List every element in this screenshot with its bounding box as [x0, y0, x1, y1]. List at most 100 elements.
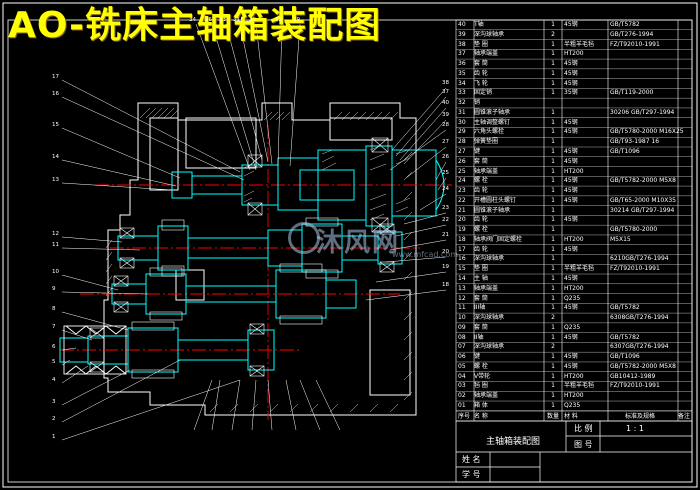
callout-number: 4 [52, 377, 56, 383]
bom-cell-no: 04 [458, 372, 466, 380]
bom-cell-material: 45钢 [564, 69, 578, 77]
bom-cell-material: 45钢 [564, 304, 578, 312]
bom-cell-no: 21 [458, 206, 466, 214]
bom-cell-no: 32 [458, 99, 466, 107]
callout-number: 2 [52, 416, 56, 422]
bom-cell-standard: GB/T276-1994 [610, 30, 654, 38]
scale-label: 比 例 [574, 424, 593, 433]
bom-cell-standard: GB/T1096 [610, 353, 640, 361]
bom-cell-qty: 1 [551, 187, 555, 195]
bom-cell-qty: 1 [551, 275, 555, 283]
callout-number: 21 [442, 232, 449, 238]
callout-number: 16 [52, 91, 59, 97]
bom-row-lines [456, 29, 692, 411]
bom-cell-name: 深沟球轴承 [474, 255, 505, 263]
bom-cell-no: 15 [458, 265, 466, 273]
bom-header-qty: 数量 [546, 412, 559, 420]
watermark-logo-icon [288, 222, 320, 254]
bom-cell-no: 05 [458, 362, 466, 370]
bom-cell-name: 套 筒 [474, 294, 488, 302]
bom-cell-qty: 1 [551, 148, 555, 155]
watermark-url: www.mfcad.com [392, 250, 459, 259]
bom-cell-no: 35 [458, 69, 466, 77]
bom-cell-standard: GB/T93-1987 16 [610, 138, 660, 146]
bom-cell-qty: 1 [551, 255, 555, 263]
bom-header-remark: 备注 [678, 412, 691, 420]
bom-cell-standard: FZ/T92010-1991 [610, 382, 660, 390]
bom-cell-standard: 30206 GB/T297-1994 [610, 108, 675, 116]
bom-cell-no: 09 [458, 323, 466, 331]
bom-cell-material: 半粗羊毛毡 [564, 40, 595, 48]
bom-cell-no: 01 [458, 402, 466, 410]
bom-cell-standard: GB/T119-2000 [610, 89, 654, 97]
bom-cell-no: 23 [458, 187, 466, 195]
bom-cell-material: 45钢 [564, 353, 578, 361]
bom-cell-standard: GB/T5782 [610, 21, 640, 28]
bom-header-name: 名 称 [474, 412, 488, 420]
drawing-name: 主轴箱装配图 [486, 437, 541, 447]
callout-number: 10 [52, 269, 59, 275]
bom-cell-name: 齿 轮 [474, 69, 488, 77]
bom-cell-standard: GB/T5780-2000 [610, 226, 658, 234]
bom-cell-no: 22 [458, 196, 466, 204]
bom-cell-name: 圆锥滚子轴承 [474, 206, 511, 214]
bom-cell-no: 33 [458, 89, 466, 97]
bom-cell-name: 螺 栓 [474, 362, 488, 370]
bom-cell-qty: 1 [551, 50, 555, 58]
spindle-hatch [243, 145, 411, 221]
bom-cell-no: 03 [458, 382, 466, 390]
bom-cell-material: 45钢 [564, 245, 578, 253]
bom-cell-qty: 1 [551, 157, 555, 165]
bom-cell-standard: GB/T65-2000 M10X35 [610, 196, 676, 204]
bom-row: 16 深沟球轴承 1 6210GB/T276-1994 [456, 254, 692, 264]
bom-cell-material: 45钢 [564, 333, 578, 341]
callout-number: 9 [52, 286, 56, 292]
bom-cell-standard: GB/T5782-2000 M5X8 [610, 177, 676, 185]
bom-cell-standard: GB/T1096 [610, 148, 640, 155]
bom-cell-material: HT200 [564, 284, 584, 292]
bom-cell-no: 14 [458, 275, 466, 283]
bom-cell-standard: 30214 GB/T297-1994 [610, 206, 675, 214]
bom-cell-name: 六角头螺栓 [474, 128, 505, 136]
bom-cell-no: 24 [458, 177, 466, 185]
callout-number: 15 [52, 122, 59, 128]
bom-cell-material: 半粗羊毛毡 [564, 265, 595, 273]
bom-cell-standard: FZ/T92010-1991 [610, 265, 660, 273]
bom-cell-name: 固定销 [474, 89, 493, 97]
page-title: AO-铣床主轴箱装配图 [8, 5, 382, 46]
callout-number: 12 [52, 231, 59, 237]
bom-cell-standard: 6210GB/T276-1994 [610, 255, 669, 263]
bom-cell-no: 18 [458, 235, 466, 243]
callout-number: 22 [442, 217, 449, 223]
bom-cell-name: T轴 [474, 21, 484, 28]
bom-cell-name: 开槽圆柱头螺钉 [474, 196, 517, 204]
bom-header-row: 序号名 称数量材 料标准及规格备注 [456, 412, 692, 422]
bom-cell-qty: 1 [551, 392, 555, 400]
callout-number: 8 [52, 306, 56, 312]
bom-cell-no: 16 [458, 255, 466, 263]
bom-header-no: 序号 [458, 412, 471, 420]
watermark-brand: 沐风网 [316, 228, 401, 258]
bom-cell-standard: 6307GB/T276-1994 [610, 343, 669, 351]
name-label: 姓 名 [462, 455, 481, 464]
bom-cell-qty: 1 [551, 402, 555, 410]
bom-cell-name: 深沟球轴承 [474, 30, 505, 38]
bom-cell-name: 齿 轮 [474, 216, 488, 224]
bom-cell-no: 11 [458, 304, 466, 312]
bom-cell-qty: 1 [551, 79, 555, 87]
bom-cell-qty: 1 [551, 353, 555, 361]
callout-number: 5 [52, 359, 56, 365]
callout-number: 11 [52, 242, 59, 248]
